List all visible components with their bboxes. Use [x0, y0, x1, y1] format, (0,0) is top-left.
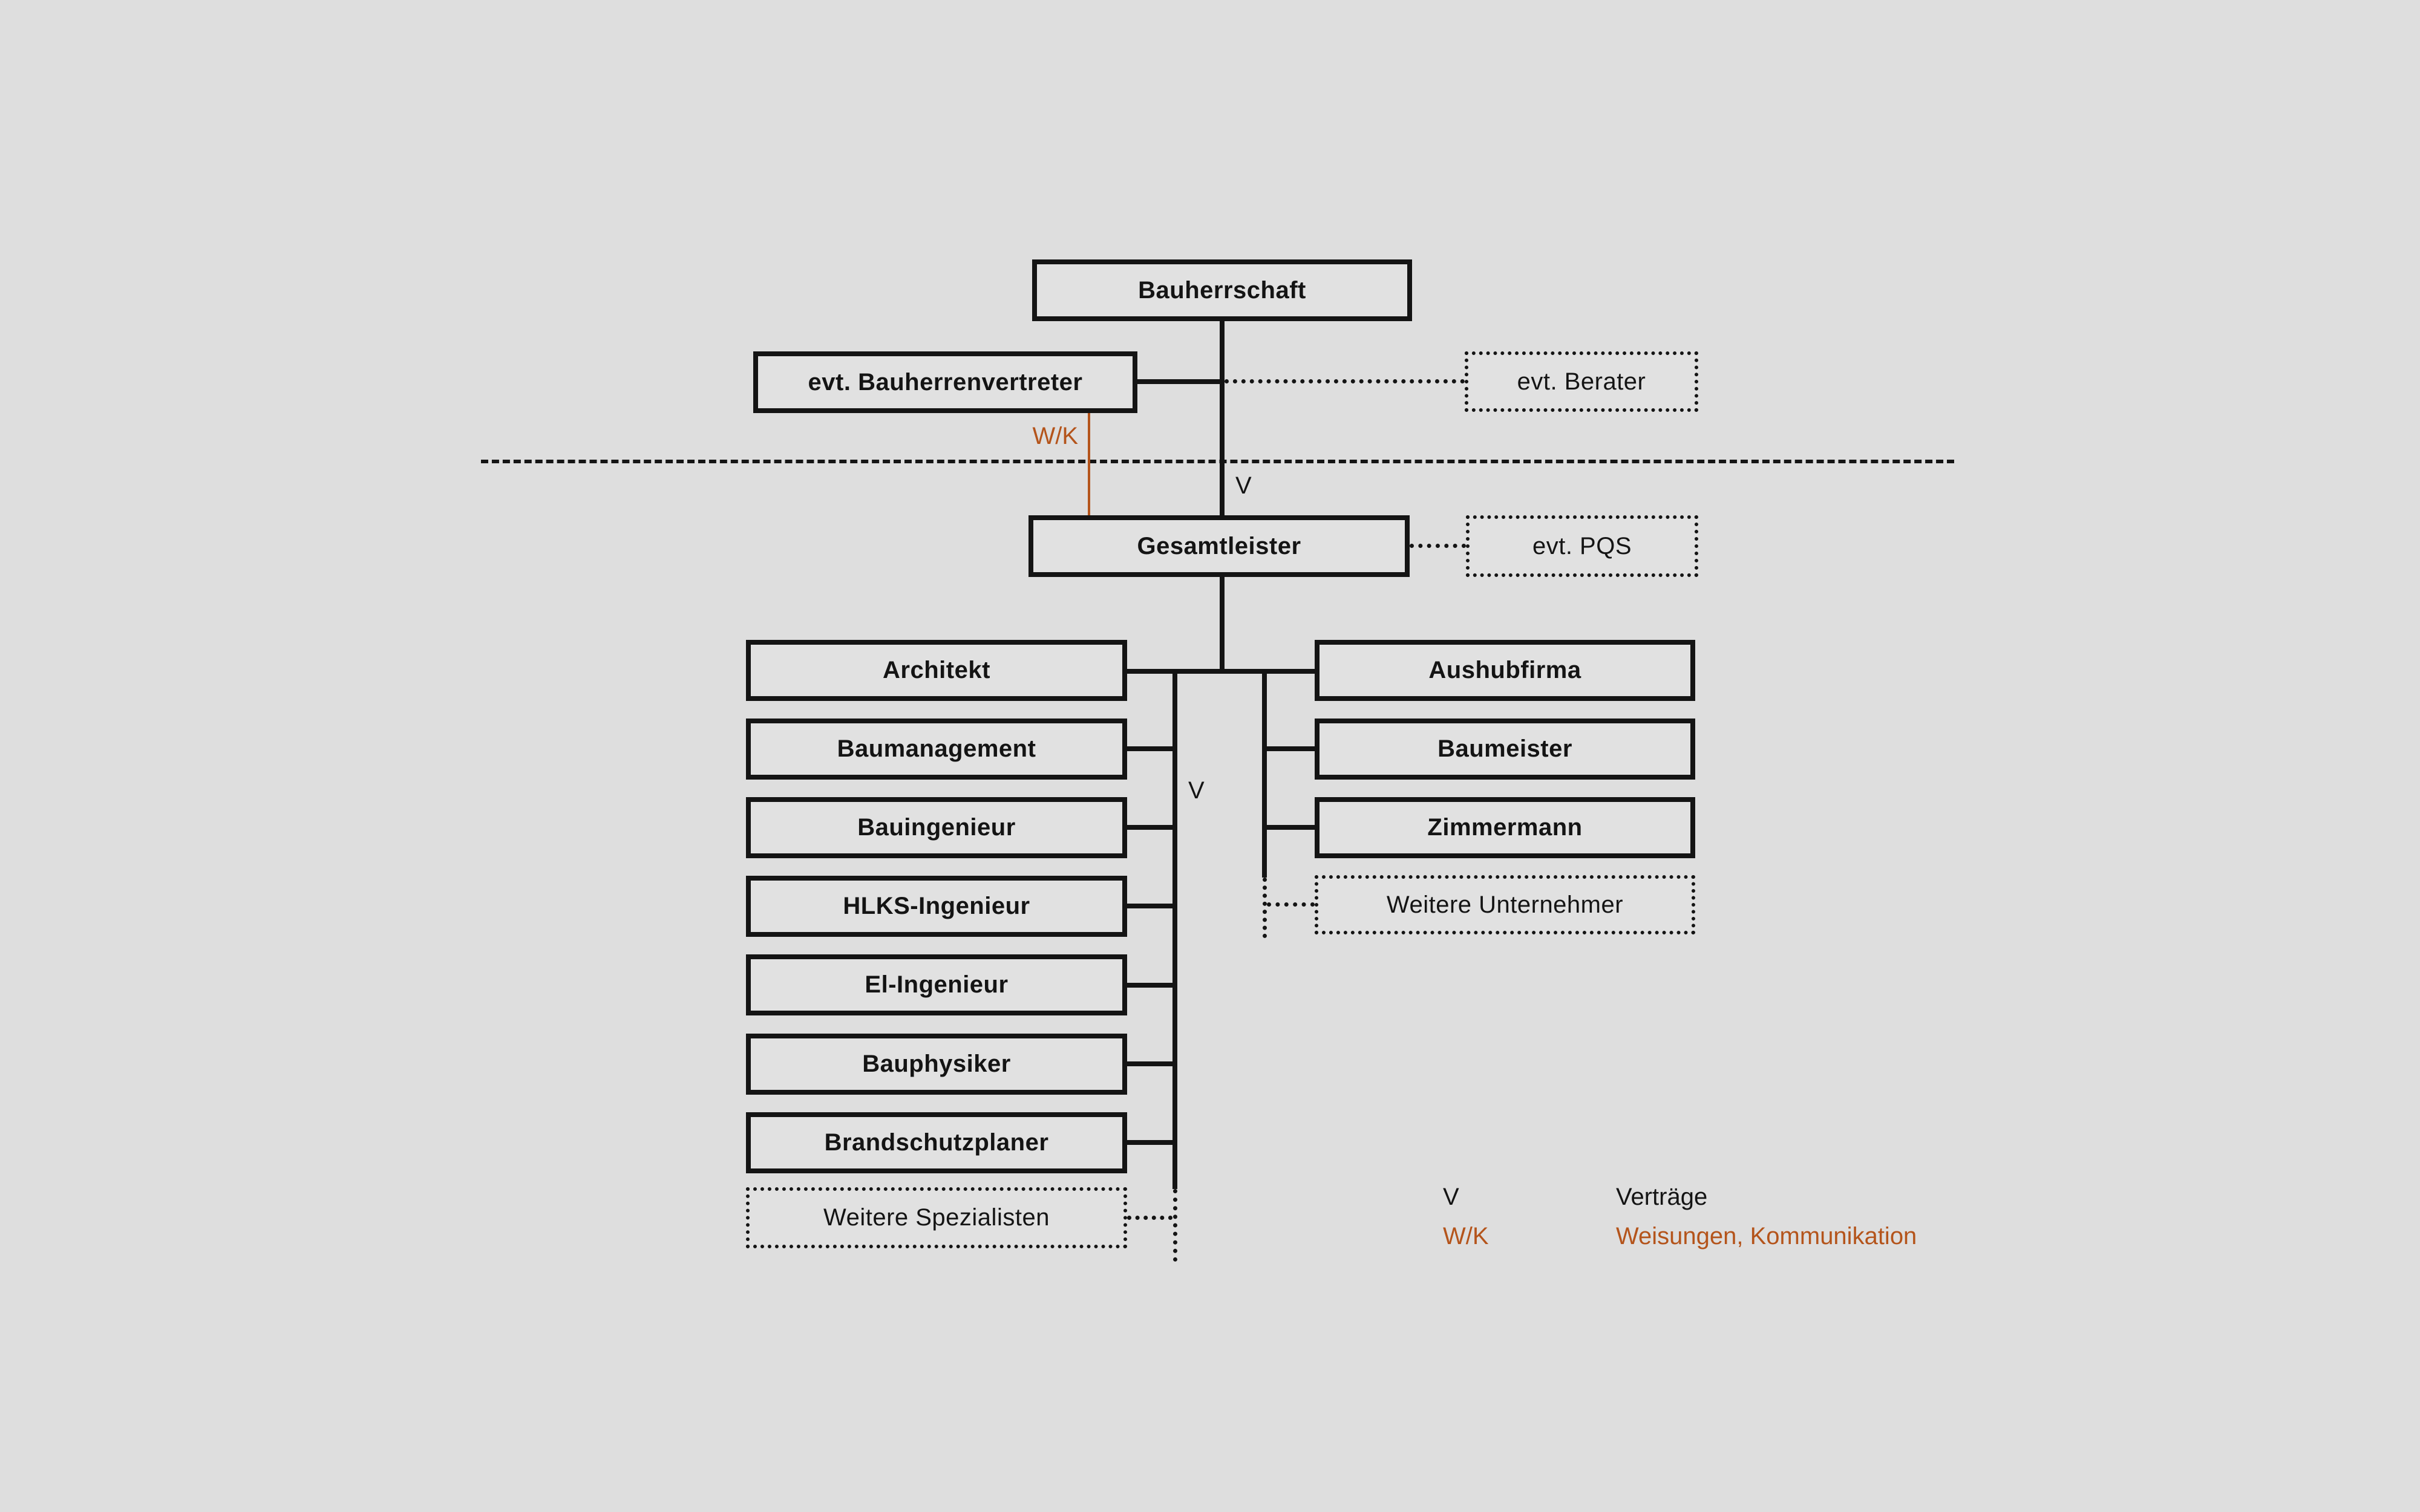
node-bauherrschaft: Bauherrschaft: [1032, 259, 1412, 321]
node-weitere-spezialisten-label: Weitere Spezialisten: [823, 1204, 1050, 1231]
node-weitere-unternehmer-label: Weitere Unternehmer: [1386, 891, 1624, 918]
edge-unternehmer-dotted: [1267, 902, 1315, 907]
node-aushubfirma: Aushubfirma: [1315, 640, 1695, 701]
node-zimmermann-label: Zimmermann: [1427, 814, 1583, 841]
node-el-ingenieur-label: El-Ingenieur: [865, 971, 1009, 998]
edge-baumeister: [1267, 746, 1315, 751]
node-architekt-label: Architekt: [883, 657, 990, 683]
node-weitere-spezialisten: Weitere Spezialisten: [746, 1187, 1127, 1248]
node-berater: evt. Berater: [1465, 351, 1698, 412]
edge-bauherrenvertreter-trunk: [1135, 379, 1222, 384]
edge-gesamtleister-trunk: [1220, 576, 1225, 671]
edge-bauphysiker: [1127, 1061, 1172, 1066]
node-zimmermann: Zimmermann: [1315, 797, 1695, 858]
node-brandschutzplaner-label: Brandschutzplaner: [824, 1129, 1049, 1156]
node-bauherrschaft-label: Bauherrschaft: [1138, 276, 1306, 304]
edge-el: [1127, 983, 1172, 988]
node-hlks-ingenieur: HLKS-Ingenieur: [746, 876, 1127, 937]
legend-wk-key: W/K: [1443, 1222, 1489, 1250]
node-baumeister: Baumeister: [1315, 719, 1695, 780]
edge-zimmermann: [1267, 825, 1315, 830]
node-gesamtleister: Gesamtleister: [1028, 515, 1410, 577]
spine-right: [1262, 669, 1267, 878]
separator-dashed-line: [481, 460, 1954, 463]
v-upper-label: V: [1235, 472, 1252, 500]
node-bauingenieur: Bauingenieur: [746, 797, 1127, 858]
wk-upper-label: W/K: [957, 422, 1078, 450]
spine-right-dotted-tail: [1263, 878, 1267, 938]
node-bauingenieur-label: Bauingenieur: [857, 814, 1016, 841]
node-baumanagement: Baumanagement: [746, 719, 1127, 780]
node-baumeister-label: Baumeister: [1437, 735, 1572, 762]
legend-wk-label: Weisungen, Kommunikation: [1616, 1222, 1917, 1250]
node-pqs-label: evt. PQS: [1532, 532, 1632, 559]
spine-left-dotted-tail: [1173, 1189, 1177, 1262]
spine-left: [1172, 669, 1177, 1189]
v-upper-label-text: V: [1235, 472, 1252, 499]
v-lower-label-text: V: [1188, 777, 1205, 804]
legend-wk-label-text: Weisungen, Kommunikation: [1616, 1223, 1917, 1250]
legend-v-key-text: V: [1443, 1184, 1459, 1210]
node-el-ingenieur: El-Ingenieur: [746, 954, 1127, 1015]
node-hlks-ingenieur-label: HLKS-Ingenieur: [843, 893, 1030, 919]
edge-spezialisten-dotted: [1127, 1216, 1172, 1220]
edge-gesamtleister-pqs-dotted: [1410, 544, 1466, 548]
node-pqs: evt. PQS: [1466, 515, 1698, 577]
node-aushubfirma-label: Aushubfirma: [1428, 657, 1581, 683]
edge-hlks: [1127, 904, 1172, 908]
edge-baumanagement: [1127, 746, 1172, 751]
edge-brandschutzplaner: [1127, 1140, 1172, 1145]
v-lower-label: V: [1188, 777, 1205, 804]
edge-bauherrschaft-gesamtleister: [1220, 320, 1225, 516]
node-baumanagement-label: Baumanagement: [837, 735, 1036, 762]
edge-bauingenieur: [1127, 825, 1172, 830]
legend-v-label: Verträge: [1616, 1183, 1707, 1211]
trunk-cross-bar: [1127, 669, 1315, 674]
wk-upper-label-text: W/K: [1032, 423, 1078, 449]
edge-trunk-berater-dotted: [1225, 379, 1465, 383]
node-berater-label: evt. Berater: [1517, 368, 1646, 395]
node-gesamtleister-label: Gesamtleister: [1137, 532, 1301, 559]
node-bauphysiker: Bauphysiker: [746, 1034, 1127, 1095]
legend-v-label-text: Verträge: [1616, 1184, 1708, 1210]
node-brandschutzplaner: Brandschutzplaner: [746, 1112, 1127, 1173]
edge-wk-orange: [1088, 413, 1090, 515]
node-bauherrenvertreter-label: evt. Bauherrenvertreter: [808, 368, 1083, 396]
node-architekt: Architekt: [746, 640, 1127, 701]
node-bauphysiker-label: Bauphysiker: [862, 1051, 1011, 1077]
node-weitere-unternehmer: Weitere Unternehmer: [1315, 875, 1695, 934]
node-bauherrenvertreter: evt. Bauherrenvertreter: [753, 351, 1137, 413]
legend-wk-key-text: W/K: [1443, 1223, 1489, 1250]
legend-v-key: V: [1443, 1183, 1459, 1211]
